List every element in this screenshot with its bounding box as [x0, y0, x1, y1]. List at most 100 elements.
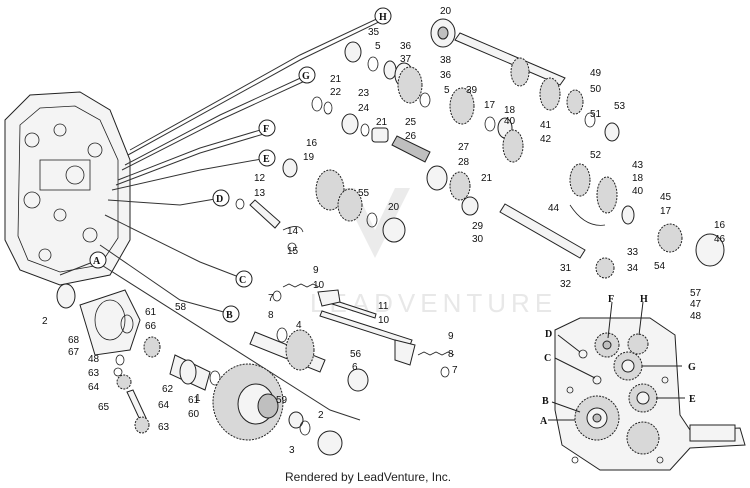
shift-fork-d [235, 198, 304, 252]
part-number: 25 [405, 117, 417, 128]
part-number: 20 [440, 6, 452, 17]
part-number: 29 [472, 221, 484, 232]
part-number: 61 [145, 307, 157, 318]
part-number: 5 [375, 41, 381, 52]
part-number: 35 [368, 27, 380, 38]
inset-letter: C [544, 353, 551, 364]
callout-letter: D [216, 194, 223, 205]
part-number: 8 [448, 349, 454, 360]
part-number: 68 [68, 335, 80, 346]
part-number: 36 [400, 41, 412, 52]
part-number: 66 [145, 321, 157, 332]
part-number: 30 [472, 234, 484, 245]
part-number: 22 [330, 87, 342, 98]
inset-letter: E [689, 394, 696, 405]
part-number: 3 [289, 445, 295, 456]
inset-letter: G [688, 362, 696, 373]
differential-assembly-a [56, 283, 343, 456]
shaft-assembly-h [344, 18, 620, 163]
part-number: 65 [98, 402, 110, 413]
part-number: 21 [330, 74, 342, 85]
part-number: 2 [42, 316, 48, 327]
inset-letter: F [608, 294, 614, 305]
callout-letter: C [239, 275, 246, 286]
part-number: 2 [318, 410, 324, 421]
part-number: 34 [627, 263, 639, 274]
part-number-labels: 20 35 5 36 37 38 36 5 21 22 23 24 21 25 … [42, 6, 726, 456]
part-number: 32 [560, 279, 572, 290]
callout-letter: B [226, 310, 233, 321]
part-number: 12 [254, 173, 266, 184]
part-number: 52 [590, 150, 602, 161]
part-number: 17 [660, 206, 672, 217]
callout-letter: F [263, 124, 269, 135]
watermark-text: LEADVENTURE [310, 288, 557, 318]
part-number: 28 [458, 157, 470, 168]
part-number: 7 [268, 293, 274, 304]
part-number: 63 [88, 368, 100, 379]
part-number: 9 [313, 265, 319, 276]
part-number: 38 [440, 55, 452, 66]
part-number: 53 [614, 101, 626, 112]
part-number: 58 [175, 302, 187, 313]
part-number: 42 [540, 134, 552, 145]
part-number: 40 [504, 116, 516, 127]
inset-letter: B [542, 396, 549, 407]
part-number: 56 [350, 349, 362, 360]
part-number: 16 [714, 220, 726, 231]
part-number: 21 [376, 117, 388, 128]
part-number: 51 [590, 109, 602, 120]
part-number: 60 [188, 409, 200, 420]
part-number: 15 [287, 246, 299, 257]
gear-shaft-b [249, 327, 369, 392]
part-number: 62 [162, 384, 174, 395]
part-number: 14 [287, 226, 299, 237]
part-number: 13 [254, 188, 266, 199]
part-number: 31 [560, 263, 572, 274]
part-number: 43 [632, 160, 644, 171]
part-number: 21 [481, 173, 493, 184]
part-number: 50 [590, 84, 602, 95]
part-number: 48 [690, 311, 702, 322]
part-number: 23 [358, 88, 370, 99]
inset-case-view [548, 301, 746, 471]
part-number: 1 [195, 393, 201, 404]
part-number: 18 [632, 173, 644, 184]
part-number: 26 [405, 131, 417, 142]
part-number: 4 [296, 320, 302, 331]
part-number: 10 [378, 315, 390, 326]
shift-fork-b [319, 310, 455, 378]
part-number: 47 [690, 299, 702, 310]
part-number: 39 [466, 85, 478, 96]
callout-letter: E [263, 154, 270, 165]
inset-letter: D [545, 329, 552, 340]
part-number: 5 [444, 85, 450, 96]
part-number: 40 [632, 186, 644, 197]
part-number: 37 [400, 54, 412, 65]
part-number: 33 [627, 247, 639, 258]
part-number: 64 [88, 382, 100, 393]
part-number: 20 [388, 202, 400, 213]
part-number: 46 [714, 234, 726, 245]
part-number: 54 [654, 261, 666, 272]
part-number: 67 [68, 347, 80, 358]
part-number: 44 [548, 203, 560, 214]
inset-letter: A [540, 416, 548, 427]
part-number: 48 [88, 354, 100, 365]
part-number: 41 [540, 120, 552, 131]
part-number: 17 [484, 100, 496, 111]
inset-letter: H [640, 294, 648, 305]
callout-letter-markers: H G F E D C B A [89, 7, 392, 323]
part-number: 63 [158, 422, 170, 433]
part-number: 6 [352, 362, 358, 373]
callout-letter: H [379, 12, 387, 23]
part-number: 36 [440, 70, 452, 81]
part-number: 61 [188, 395, 200, 406]
part-number: 57 [690, 288, 702, 299]
part-number: 7 [452, 365, 458, 376]
part-number: 45 [660, 192, 672, 203]
shaft-assembly-g [311, 96, 725, 279]
inset-letters: F H D C G B E A [540, 294, 696, 427]
shaft-assembly-e [282, 158, 406, 243]
